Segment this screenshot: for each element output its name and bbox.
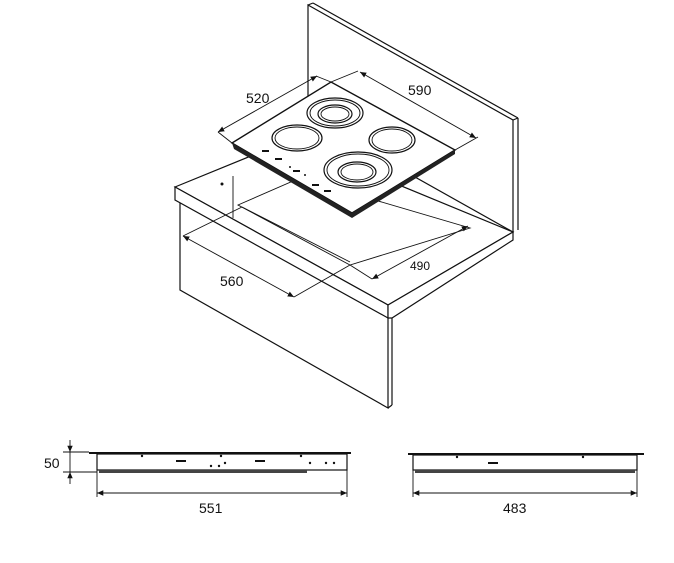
dimension-label-520: 520	[246, 90, 270, 106]
dimension-label-50: 50	[44, 455, 60, 471]
countertop-cutout	[236, 177, 472, 266]
dimension-hob-width: 590	[330, 70, 479, 151]
dimension-cutout-depth: 490	[349, 225, 469, 280]
dimension-label-560: 560	[220, 273, 244, 289]
marker-dot	[220, 182, 224, 186]
dimension-label-490: 490	[410, 259, 430, 273]
front-view-width: 483	[408, 453, 644, 516]
cabinet	[179, 203, 393, 410]
dimension-cutout-width: 560	[182, 206, 351, 298]
dimension-label-551: 551	[199, 500, 223, 516]
touch-controls	[262, 150, 331, 192]
burner-front	[323, 151, 393, 189]
dimension-label-590: 590	[408, 82, 432, 98]
dimension-hob-depth: 520	[217, 75, 332, 144]
side-view-width: 50 551	[44, 440, 351, 516]
dimension-label-483: 483	[503, 500, 527, 516]
